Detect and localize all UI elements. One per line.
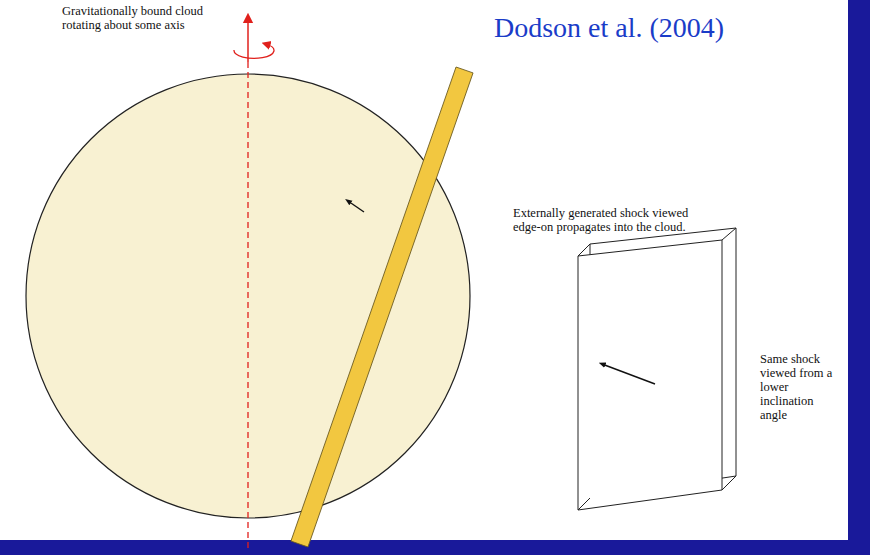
shock-direction-arrow bbox=[348, 201, 364, 212]
annotation: Same shock viewed from a lower inclinati… bbox=[760, 352, 842, 422]
shock-band bbox=[291, 67, 473, 547]
axis-arrow bbox=[247, 18, 249, 62]
shock-direction-arrow bbox=[602, 364, 655, 384]
citation-title: Dodson et al. (2004) bbox=[494, 12, 724, 44]
annotation: Externally generated shock viewed edge-o… bbox=[513, 206, 718, 234]
shock-slab bbox=[578, 228, 736, 510]
annotation: Gravitationally bound cloud rotating abo… bbox=[62, 4, 214, 32]
rotation-arrow bbox=[234, 44, 274, 58]
rotation-axis bbox=[247, 62, 248, 548]
